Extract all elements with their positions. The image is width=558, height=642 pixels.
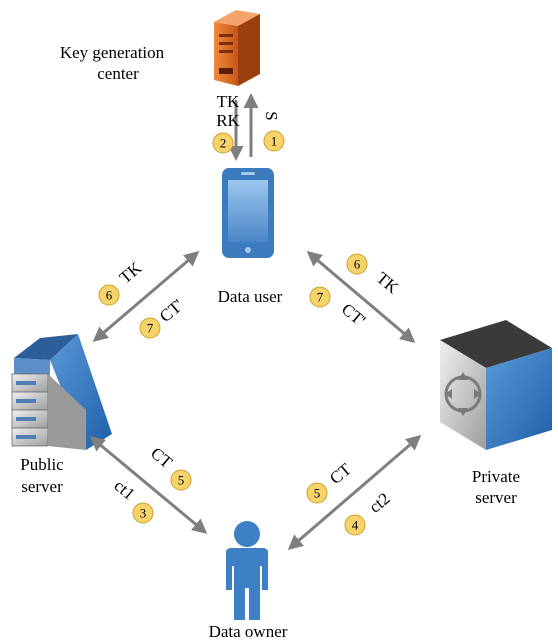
label-rk-kgc: RK: [216, 111, 240, 130]
kgc-label-line2: center: [97, 64, 139, 83]
arrow-owner-private: [287, 435, 422, 550]
label-ct-private-owner: CT: [326, 459, 355, 488]
label-s-kgc: S: [262, 111, 281, 120]
svg-text:7: 7: [317, 290, 324, 305]
svg-text:2: 2: [220, 136, 227, 151]
label-ct-prime-public: CT': [156, 296, 187, 326]
private-server-label-line1: Private: [472, 467, 520, 486]
kgc-label-line1: Key generation: [60, 43, 165, 62]
label-ct2: ct2: [365, 489, 393, 517]
step-badge-7-public: 7: [139, 317, 161, 339]
public-server-label-line2: server: [21, 477, 63, 496]
svg-text:6: 6: [106, 288, 113, 303]
public-server-label-line1: Public: [20, 455, 64, 474]
label-ct-prime-private: CT': [338, 300, 369, 330]
svg-text:5: 5: [178, 473, 185, 488]
svg-text:3: 3: [140, 506, 147, 521]
arrow-user-private: [306, 251, 416, 343]
arrow-user-public: [92, 251, 200, 342]
data-owner-label: Data owner: [209, 622, 288, 641]
private-server-label-line2: server: [475, 488, 517, 507]
label-ct1: ct1: [110, 476, 138, 504]
label-tk-kgc: TK: [217, 92, 240, 111]
step-badge-7-private: 7: [309, 286, 331, 308]
step-badge-5-public: 5: [170, 469, 192, 491]
svg-text:7: 7: [147, 321, 154, 336]
label-ct-public-owner: CT: [147, 444, 176, 473]
svg-text:1: 1: [271, 134, 278, 149]
step-badge-1: 1: [263, 130, 285, 152]
arrow-owner-public: [89, 436, 208, 534]
phone-icon: [222, 168, 274, 258]
step-badge-4: 4: [344, 514, 366, 536]
kgc-server-icon: [214, 10, 260, 86]
label-tk-private: TK: [373, 268, 403, 298]
public-server-icon: [11, 334, 112, 450]
person-icon: [226, 521, 268, 620]
step-badge-5-private: 5: [306, 482, 328, 504]
private-server-icon: [440, 320, 552, 450]
step-badge-3: 3: [132, 502, 154, 524]
step-badge-6-public: 6: [98, 284, 120, 306]
data-user-label: Data user: [218, 287, 283, 306]
svg-text:5: 5: [314, 486, 321, 501]
step-badge-6-private: 6: [346, 253, 368, 275]
svg-text:4: 4: [352, 518, 359, 533]
svg-text:6: 6: [354, 257, 361, 272]
step-badge-2: 2: [212, 132, 234, 154]
label-tk-public: TK: [116, 258, 146, 288]
